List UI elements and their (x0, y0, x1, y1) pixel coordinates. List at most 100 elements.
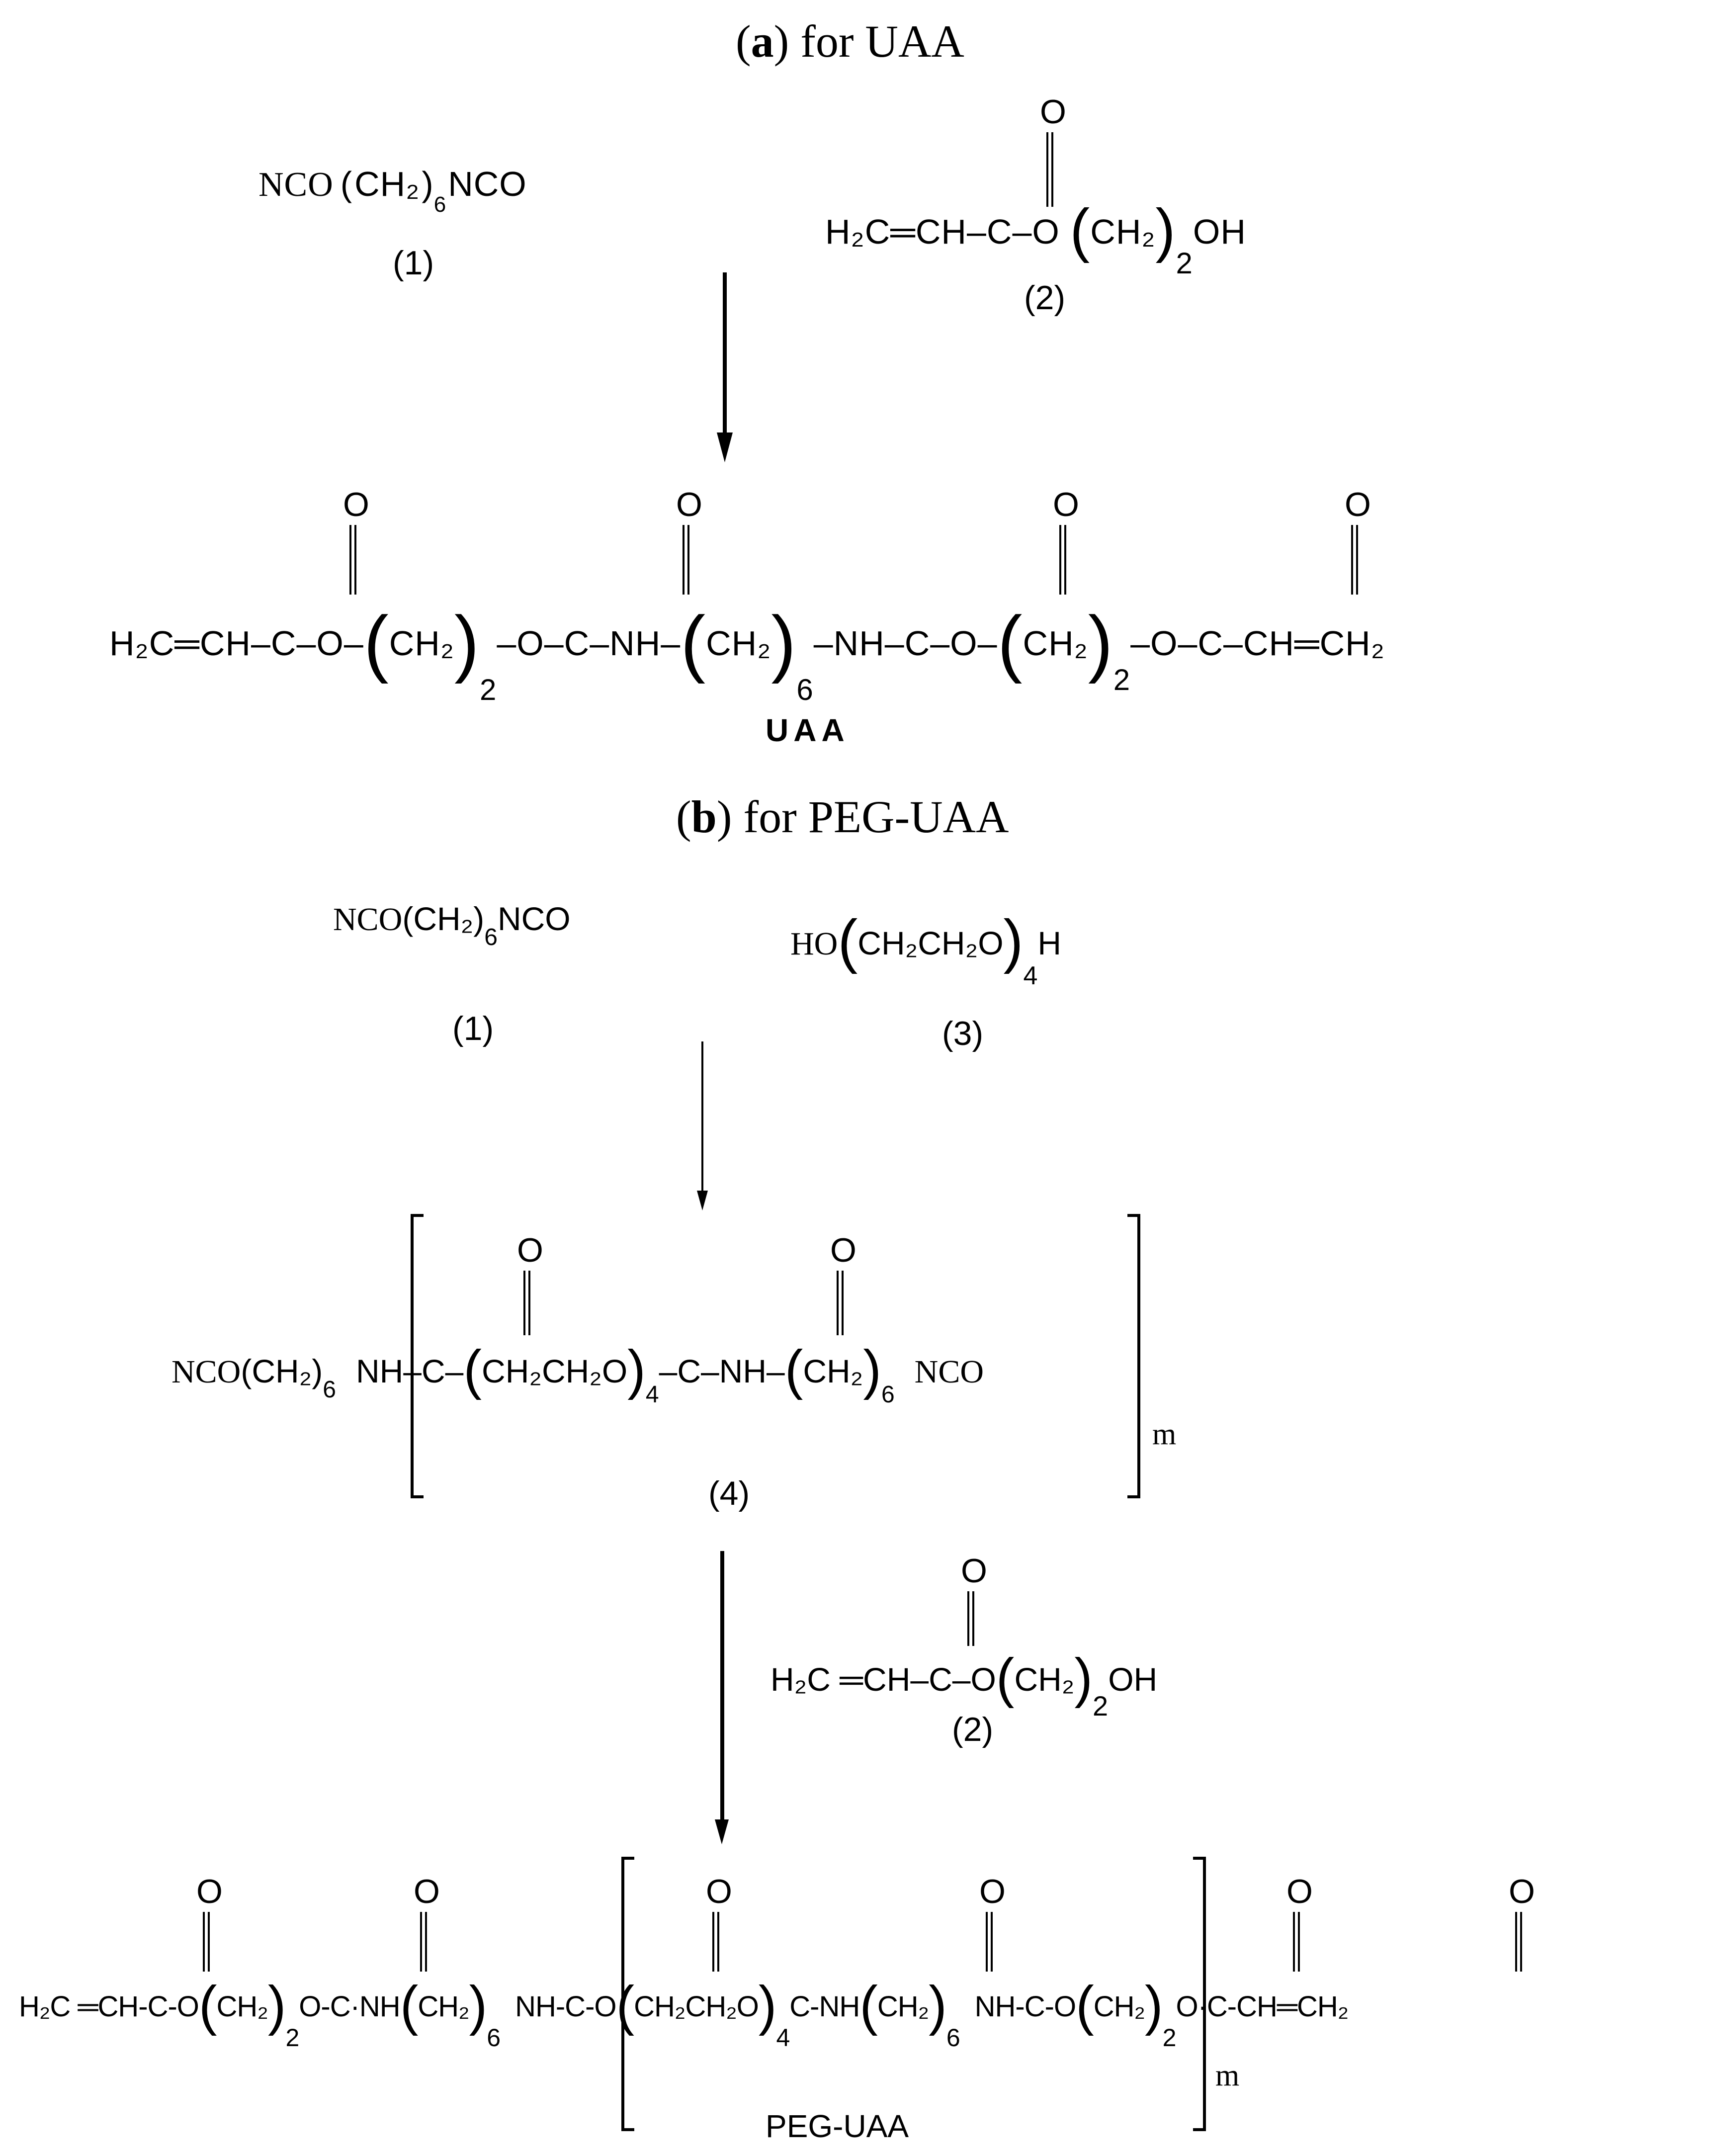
section-b-title: (b) for PEG-UAA (676, 790, 1009, 843)
arrow-head-icon (697, 1191, 708, 1210)
formula-acrylate: H₂C ═CH–C–O (770, 1661, 996, 1698)
carbonyl-o: O (961, 1552, 987, 1590)
reaction-arrow-a (723, 272, 727, 436)
segment: NH-C-O (515, 1990, 616, 2023)
segment: NH–C– (355, 1353, 464, 1389)
repeat: 2 (1113, 663, 1131, 696)
bracket-right-4 (1127, 1214, 1140, 1498)
arrow-head-icon (717, 432, 733, 462)
reaction-arrow-b2 (720, 1551, 724, 1829)
formula-ch2: CH₂ (354, 165, 420, 203)
reactant-2-b: H₂C ═CH–C–O(CH₂)2OH (770, 1647, 1158, 1722)
repeat: 4 (776, 2024, 790, 2052)
label-3: (3) (942, 1015, 984, 1052)
label-2-b: (2) (952, 1711, 994, 1748)
carbonyl-o: O (414, 1873, 440, 1910)
reactant-2-a: H₂C═CH–C–O (CH₂)2OH (825, 197, 1246, 280)
carbonyl-o: O (706, 1873, 732, 1910)
title-letter: a (751, 16, 774, 67)
segment: NH-C-O (974, 1990, 1076, 2023)
formula-ho: HO (790, 926, 838, 962)
reaction-arrow-b1 (701, 1041, 703, 1191)
carbonyl-peg-1: O (196, 1873, 223, 1972)
carbonyl-4-1: O (517, 1231, 543, 1335)
label-1-b: (1) (452, 1010, 494, 1047)
formula-nco-left: NCO (171, 1354, 241, 1390)
repeat: 6 (487, 2024, 501, 2052)
repeat: 2 (479, 673, 497, 706)
carbonyl-peg-5: O (1286, 1873, 1313, 1972)
segment: O-C·NH (299, 1990, 400, 2023)
formula-nco-left: NCO (333, 901, 403, 938)
arrow-head-icon (715, 1819, 729, 1844)
title-letter: b (691, 791, 717, 842)
repeat: 6 (323, 1377, 336, 1403)
segment: CH₂ (1023, 624, 1088, 663)
product-uaa-formula: H₂C═CH–C–O–(CH₂)2–O–C–NH–(CH₂)6–NH–C–O–(… (109, 601, 1385, 706)
formula-ch2: CH₂ (413, 900, 474, 937)
carbonyl-o: O (1053, 486, 1079, 523)
carbonyl-peg-6: O (1509, 1873, 1535, 1972)
repeat: 6 (796, 673, 814, 706)
carbonyl-2-a: O (1040, 93, 1066, 207)
subscript-m-4: m (1152, 1417, 1177, 1451)
carbonyl-o: O (196, 1873, 223, 1910)
formula-nco-right: NCO (914, 1354, 984, 1390)
segment: H₂C ═CH-C-O (19, 1990, 199, 2023)
segment: CH₂CH₂O (634, 1990, 759, 2023)
segment: CH₂ (1093, 1990, 1145, 2023)
carbonyl-peg-3: O (706, 1873, 732, 1972)
formula-oh: OH (1193, 212, 1246, 251)
segment: CH₂ (706, 624, 771, 663)
segment: O·C-CH═CH₂ (1176, 1990, 1349, 2023)
segment: CH₂ (803, 1353, 863, 1389)
product-name-peguaa: PEG-UAA (766, 2108, 909, 2144)
formula-peg-unit: CH₂CH₂O (857, 925, 1004, 961)
repeat: 6 (946, 2024, 960, 2052)
carbonyl-o: O (517, 1231, 543, 1269)
carbonyl-uaa-4: O (1345, 486, 1371, 595)
reactant-3: HO(CH₂CH₂O)4H (790, 908, 1062, 990)
carbonyl-uaa-3: O (1053, 486, 1079, 595)
carbonyl-o: O (1040, 93, 1066, 131)
formula-ch2: CH₂ (252, 1353, 312, 1389)
formula-h: H (1037, 925, 1062, 961)
product-peguaa-formula: H₂C ═CH-C-O(CH₂)2O-C·NH(CH₂)6NH-C-O(CH₂C… (19, 1975, 1349, 2052)
repeat: 6 (881, 1381, 895, 1408)
title-paren: ( (736, 16, 751, 67)
carbonyl-peg-2: O (414, 1873, 440, 1972)
repeat-6: 6 (484, 924, 498, 950)
label-1-a: (1) (393, 244, 434, 282)
carbonyl-peg-4: O (979, 1873, 1006, 1972)
reactant-1-b: NCO(CH₂)6NCO (333, 900, 571, 950)
title-paren: ( (676, 791, 691, 842)
intermediate-4-formula: NCO(CH₂)6NH–C–(CH₂CH₂O)4–C–NH–(CH₂)6NCO (171, 1339, 984, 1408)
product-name-uaa: UAA (766, 712, 850, 748)
label-2-a: (2) (1024, 279, 1066, 317)
label-4: (4) (708, 1474, 750, 1512)
carbonyl-o: O (343, 486, 369, 523)
repeat-2: 2 (1176, 247, 1193, 280)
formula-ch2: CH₂ (1090, 212, 1156, 251)
carbonyl-uaa-2: O (676, 487, 702, 595)
segment: C-NH (789, 1990, 860, 2023)
title-text: ) for PEG-UAA (716, 791, 1009, 842)
segment: H₂C═CH–C–O– (109, 624, 364, 663)
carbonyl-o: O (1509, 1873, 1535, 1910)
section-a-title: (a) for UAA (736, 15, 964, 68)
carbonyl-o: O (1345, 486, 1371, 523)
carbonyl-o: O (830, 1231, 856, 1269)
carbonyl-4-2: O (830, 1231, 856, 1335)
segment: CH₂ (877, 1990, 929, 2023)
segment: –C–NH– (659, 1353, 785, 1389)
segment: CH₂ (418, 1990, 469, 2023)
carbonyl-o: O (979, 1873, 1006, 1910)
carbonyl-o: O (1286, 1873, 1313, 1910)
repeat: 2 (1093, 1690, 1109, 1722)
carbonyl-uaa-1: O (343, 486, 369, 595)
formula-nco-right: NCO (497, 900, 571, 937)
title-text: ) for UAA (773, 16, 964, 67)
reactant-1-a: NCO ( CH₂ )6 NCO (258, 165, 527, 217)
repeat-6: 6 (433, 192, 446, 217)
carbonyl-2-b: O (961, 1552, 987, 1646)
